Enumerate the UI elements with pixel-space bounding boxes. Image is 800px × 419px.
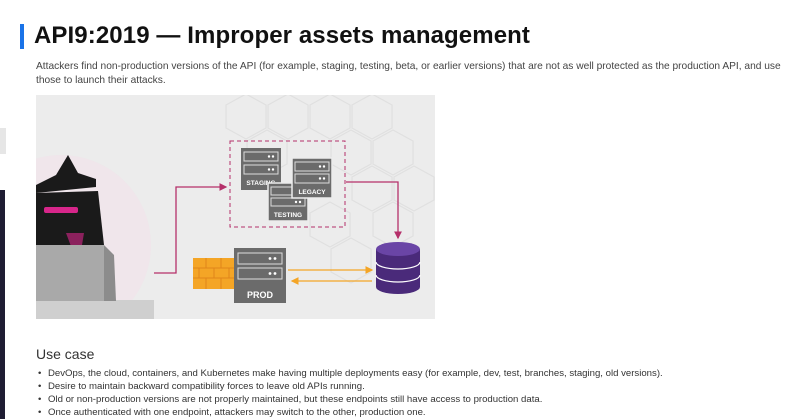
list-item: Old or non-production versions are not p…	[36, 393, 796, 406]
hexagon-pattern	[225, 95, 435, 284]
use-case-list: DevOps, the cloud, containers, and Kuber…	[36, 367, 796, 419]
list-item: Desire to maintain backward compatibilit…	[36, 380, 796, 393]
arrows	[154, 181, 402, 285]
non-production-group-box	[229, 140, 346, 228]
prod-server: PROD	[234, 248, 286, 303]
page-title: API9:2019 — Improper assets management	[34, 22, 530, 49]
use-case-heading: Use case	[36, 346, 95, 362]
legacy-server: LEGACY	[291, 157, 333, 199]
list-item: DevOps, the cloud, containers, and Kuber…	[36, 367, 796, 380]
left-edge-panel	[0, 128, 6, 154]
intro-paragraph: Attackers find non-production versions o…	[36, 61, 781, 86]
improper-assets-illustration: STAGING TESTING LEGACY PROD	[36, 95, 435, 319]
laptop	[36, 245, 104, 301]
hacker-eyes	[44, 207, 78, 213]
list-item: Once authenticated with one endpoint, at…	[36, 406, 796, 419]
staging-label: STAGING	[246, 180, 275, 187]
heading-accent-bar	[20, 24, 24, 49]
prod-label: PROD	[247, 290, 274, 300]
legacy-label: LEGACY	[298, 189, 326, 196]
database-icon	[375, 242, 421, 294]
hacker-figure	[36, 155, 154, 319]
testing-label: TESTING	[274, 212, 302, 219]
left-sidebar-edge	[0, 190, 5, 419]
